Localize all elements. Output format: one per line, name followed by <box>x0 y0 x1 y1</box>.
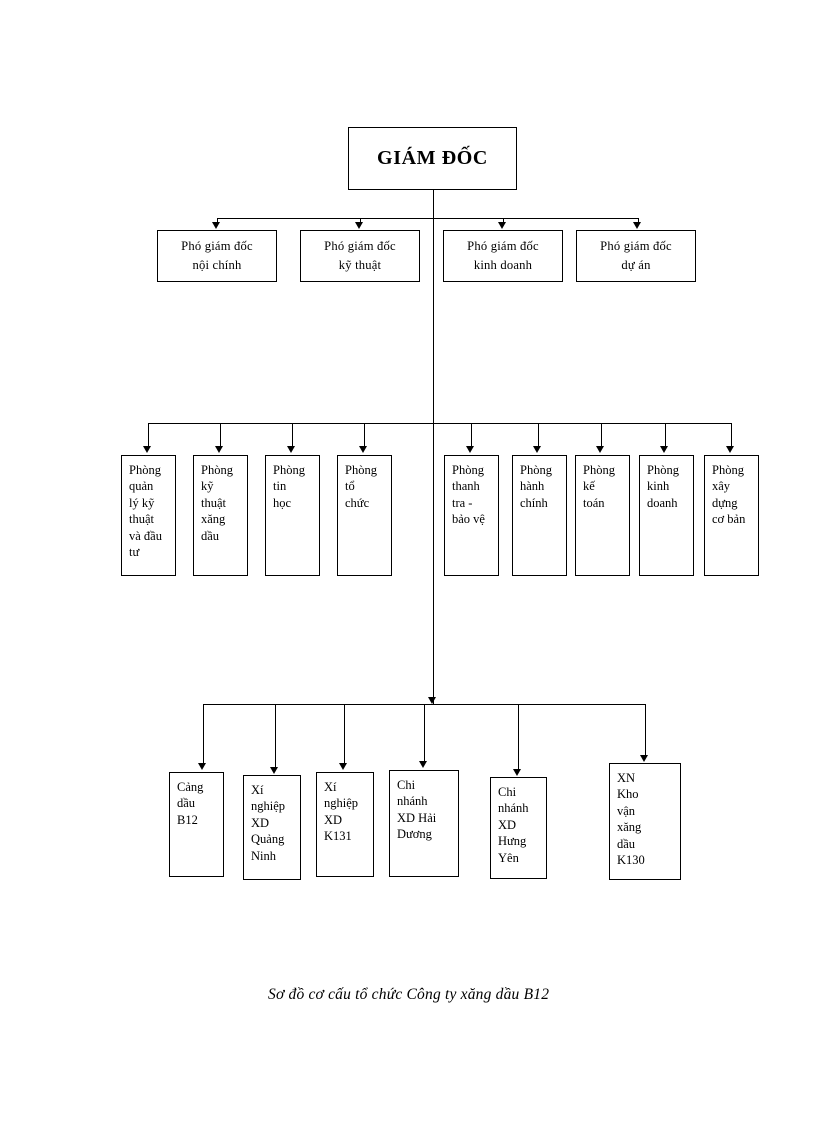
unit-drop-6 <box>645 704 646 756</box>
department-arrow-7 <box>596 446 605 453</box>
department-drop-3 <box>292 423 293 447</box>
deputy-arrow-4 <box>633 222 642 229</box>
node-unit-5[interactable]: Chi nhánh XD Hưng Yên <box>490 777 547 879</box>
department-drop-1 <box>148 423 149 447</box>
node-department-1[interactable]: Phòng quản lý kỹ thuật và đầu tư <box>121 455 176 576</box>
unit-arrow-2 <box>270 767 279 774</box>
department-drop-4 <box>364 423 365 447</box>
unit-arrow-1 <box>198 763 207 770</box>
node-unit-4[interactable]: Chi nhánh XD Hải Dương <box>389 770 459 877</box>
deputy-arrow-3 <box>498 222 507 229</box>
trunk-arrow-units <box>428 697 437 704</box>
node-department-6[interactable]: Phòng hành chính <box>512 455 567 576</box>
node-director[interactable]: GIÁM ĐỐC <box>348 127 517 190</box>
department-arrow-3 <box>287 446 296 453</box>
department-arrow-1 <box>143 446 152 453</box>
deputy-arrow-2 <box>355 222 364 229</box>
node-deputy-3[interactable]: Phó giám đốc kinh doanh <box>443 230 563 282</box>
unit-drop-3 <box>344 704 345 764</box>
unit-drop-5 <box>518 704 519 770</box>
department-drop-9 <box>731 423 732 447</box>
node-deputy-2[interactable]: Phó giám đốc kỹ thuật <box>300 230 420 282</box>
trunk-line <box>433 190 434 704</box>
node-deputy-1[interactable]: Phó giám đốc nội chính <box>157 230 277 282</box>
node-department-9[interactable]: Phòng xây dựng cơ bản <box>704 455 759 576</box>
chart-caption: Sơ đồ cơ cấu tổ chức Công ty xăng dầu B1… <box>268 986 550 1003</box>
department-arrow-2 <box>215 446 224 453</box>
department-arrow-4 <box>359 446 368 453</box>
department-arrow-5 <box>466 446 475 453</box>
unit-drop-2 <box>275 704 276 768</box>
node-deputy-4[interactable]: Phó giám đốc dự án <box>576 230 696 282</box>
deputy-bus-line <box>217 218 638 219</box>
department-arrow-8 <box>660 446 669 453</box>
deputy-drop-4 <box>638 218 639 223</box>
node-unit-1[interactable]: Cảng dầu B12 <box>169 772 224 877</box>
node-unit-2[interactable]: Xí nghiệp XD Quảng Ninh <box>243 775 301 880</box>
department-bus-line <box>148 423 731 424</box>
unit-drop-4 <box>424 704 425 762</box>
node-unit-6[interactable]: XN Kho vận xăng dầu K130 <box>609 763 681 880</box>
node-department-5[interactable]: Phòng thanh tra - bảo vệ <box>444 455 499 576</box>
department-drop-7 <box>601 423 602 447</box>
unit-arrow-5 <box>513 769 522 776</box>
department-drop-8 <box>665 423 666 447</box>
deputy-drop-3 <box>503 218 504 223</box>
unit-drop-1 <box>203 704 204 764</box>
deputy-arrow-1 <box>212 222 221 229</box>
department-arrow-9 <box>726 446 735 453</box>
department-drop-5 <box>471 423 472 447</box>
node-department-7[interactable]: Phòng kế toán <box>575 455 630 576</box>
node-department-3[interactable]: Phòng tin học <box>265 455 320 576</box>
department-drop-2 <box>220 423 221 447</box>
unit-arrow-4 <box>419 761 428 768</box>
unit-arrow-6 <box>640 755 649 762</box>
deputy-drop-1 <box>217 218 218 223</box>
node-department-4[interactable]: Phòng tổ chức <box>337 455 392 576</box>
department-arrow-6 <box>533 446 542 453</box>
department-drop-6 <box>538 423 539 447</box>
unit-arrow-3 <box>339 763 348 770</box>
deputy-drop-2 <box>360 218 361 223</box>
node-unit-3[interactable]: Xí nghiệp XD K131 <box>316 772 374 877</box>
node-department-2[interactable]: Phòng kỹ thuật xăng dầu <box>193 455 248 576</box>
node-department-8[interactable]: Phòng kinh doanh <box>639 455 694 576</box>
